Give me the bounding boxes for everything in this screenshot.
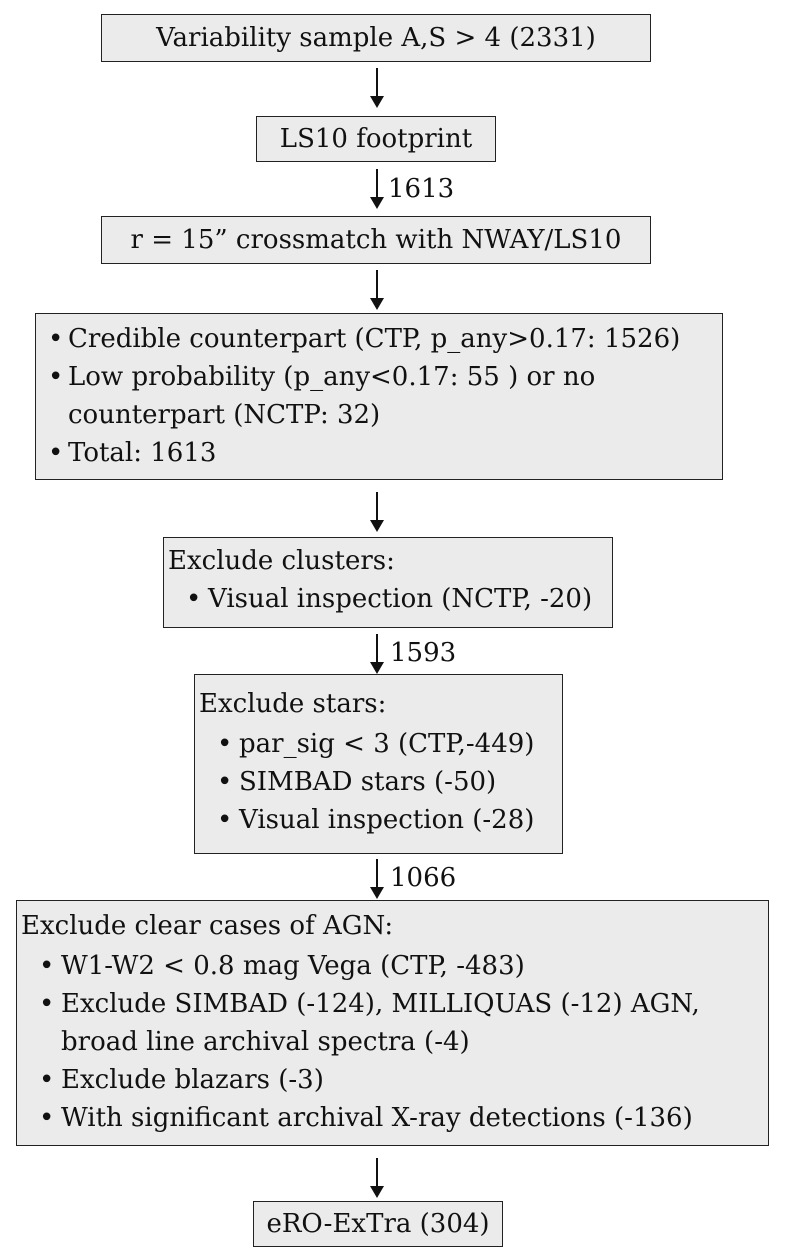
exclude-agn-heading: Exclude clear cases of AGN: xyxy=(21,911,394,941)
arrow-5 xyxy=(370,634,384,674)
arrow-1 xyxy=(370,68,384,108)
exclude-stars-list: par_sig < 3 (CTP,-449) SIMBAD stars (-50… xyxy=(199,725,558,839)
exclude-agn-list: W1-W2 < 0.8 mag Vega (CTP, -483) Exclude… xyxy=(21,947,764,1137)
exclude-stars-heading: Exclude stars: xyxy=(199,689,387,719)
count-after-footprint: 1613 xyxy=(388,174,455,204)
counterparts-item-low-probability: Low probability (p_any<0.17: 55 ) or no … xyxy=(44,358,714,434)
exclude-stars-item-parallax: par_sig < 3 (CTP,-449) xyxy=(199,725,558,763)
exclude-agn-item-blazars: Exclude blazars (-3) xyxy=(21,1061,764,1099)
exclude-agn-item-wise-color: W1-W2 < 0.8 mag Vega (CTP, -483) xyxy=(21,947,764,985)
counterparts-item-total: Total: 1613 xyxy=(44,434,714,472)
step-variability-sample-label: Variability sample A,S > 4 (2331) xyxy=(156,23,596,53)
step-final-sample-box: eRO-ExTra (304) xyxy=(253,1201,503,1247)
arrow-4 xyxy=(370,492,384,532)
step-crossmatch-box: r = 15” crossmatch with NWAY/LS10 xyxy=(101,216,651,264)
exclude-clusters-heading: Exclude clusters: xyxy=(168,546,395,576)
exclude-stars-item-simbad: SIMBAD stars (-50) xyxy=(199,763,558,801)
count-after-stars: 1066 xyxy=(390,863,457,893)
exclude-clusters-item: Visual inspection (NCTP, -20) xyxy=(168,580,608,618)
step-ls10-footprint-box: LS10 footprint xyxy=(256,116,496,162)
step-exclude-stars-box: Exclude stars: par_sig < 3 (CTP,-449) SI… xyxy=(194,674,563,854)
step-exclude-agn-box: Exclude clear cases of AGN: W1-W2 < 0.8 … xyxy=(16,900,769,1146)
step-crossmatch-label: r = 15” crossmatch with NWAY/LS10 xyxy=(130,225,622,255)
exclude-stars-item-visual: Visual inspection (-28) xyxy=(199,801,558,839)
count-after-clusters: 1593 xyxy=(390,638,457,668)
step-variability-sample-box: Variability sample A,S > 4 (2331) xyxy=(101,14,651,62)
counterparts-list: Credible counterpart (CTP, p_any>0.17: 1… xyxy=(44,320,714,472)
exclude-agn-item-simbad-milliquas: Exclude SIMBAD (-124), MILLIQUAS (-12) A… xyxy=(21,985,764,1061)
step-exclude-clusters-box: Exclude clusters: Visual inspection (NCT… xyxy=(163,537,613,628)
exclude-clusters-list: Visual inspection (NCTP, -20) xyxy=(168,580,608,618)
arrow-7 xyxy=(370,1158,384,1198)
arrow-2 xyxy=(370,169,384,209)
step-final-sample-label: eRO-ExTra (304) xyxy=(266,1209,490,1239)
step-ls10-footprint-label: LS10 footprint xyxy=(279,124,473,154)
counterparts-item-credible: Credible counterpart (CTP, p_any>0.17: 1… xyxy=(44,320,714,358)
arrow-6 xyxy=(370,859,384,899)
step-counterparts-box: Credible counterpart (CTP, p_any>0.17: 1… xyxy=(35,313,723,480)
arrow-3 xyxy=(370,270,384,310)
exclude-agn-item-xray: With significant archival X-ray detectio… xyxy=(21,1099,764,1137)
